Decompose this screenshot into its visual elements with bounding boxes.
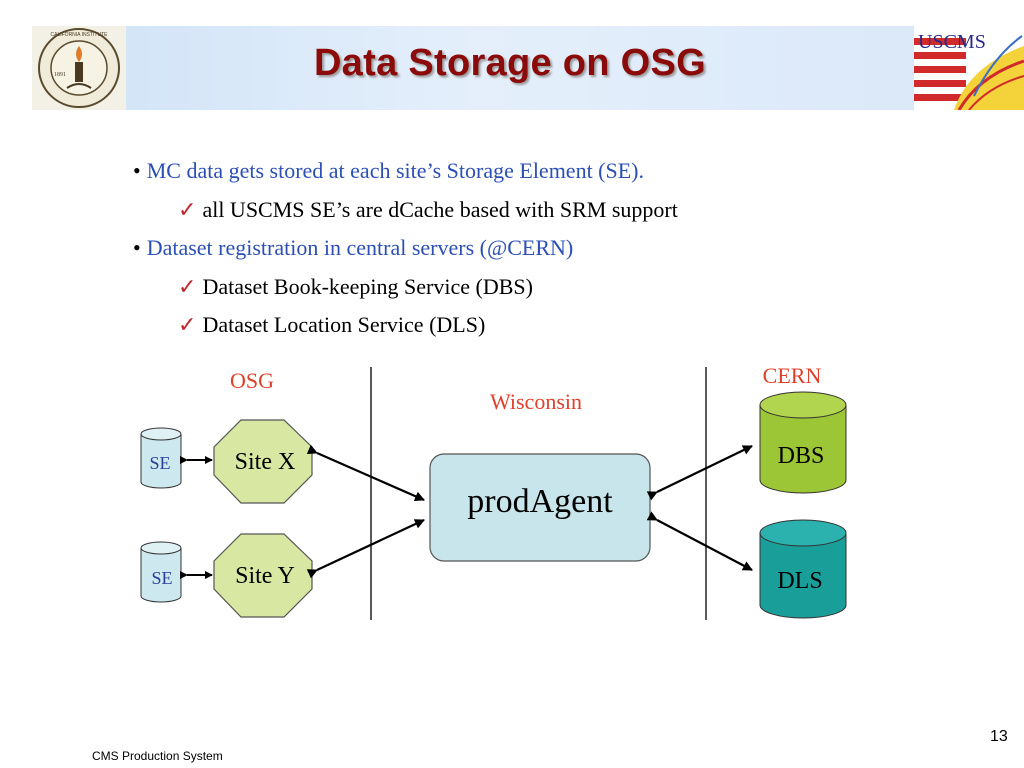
svg-text:CALIFORNIA INSTITUTE: CALIFORNIA INSTITUTE: [51, 32, 109, 38]
osg-label: OSG: [230, 368, 274, 393]
se-cylinder-1: SE: [140, 427, 182, 489]
title-bar: [32, 26, 1024, 110]
bullet-2: •Dataset registration in central servers…: [133, 235, 573, 261]
prodagent-dbs-arrow: [646, 445, 753, 501]
svg-text:1891: 1891: [54, 72, 66, 78]
sub-bullet-2-2: ✓Dataset Location Service (DLS): [178, 312, 485, 338]
dls-cylinder: DLS: [759, 519, 847, 619]
prodagent-box: prodAgent: [429, 453, 651, 562]
checkmark-icon: ✓: [178, 312, 197, 337]
sub-bullet-1-1: ✓all USCMS SE’s are dCache based with SR…: [178, 197, 678, 223]
bullet-1-text: MC data gets stored at each site’s Stora…: [146, 158, 645, 183]
checkmark-icon: ✓: [178, 274, 197, 299]
bullet-dot-icon: •: [133, 235, 141, 260]
svg-text:SE: SE: [149, 453, 170, 473]
cern-label: CERN: [763, 363, 822, 388]
svg-text:prodAgent: prodAgent: [467, 483, 613, 520]
sub-bullet-text: all USCMS SE’s are dCache based with SRM…: [202, 197, 678, 222]
svg-text:SE: SE: [151, 568, 172, 588]
sub-bullet-text: Dataset Book-keeping Service (DBS): [202, 274, 533, 299]
svg-text:DBS: DBS: [778, 443, 825, 469]
sub-bullet-2-1: ✓Dataset Book-keeping Service (DBS): [178, 274, 533, 300]
page-number: 13: [990, 728, 1008, 745]
sub-bullet-text: Dataset Location Service (DLS): [202, 312, 486, 337]
caltech-seal-logo: 1891 CALIFORNIA INSTITUTE: [32, 26, 126, 110]
site-y-prodagent-arrow: [306, 519, 425, 579]
checkmark-icon: ✓: [178, 197, 197, 222]
slide-title: Data Storage on OSG: [313, 42, 707, 84]
wisconsin-label: Wisconsin: [490, 389, 582, 414]
footer-text: CMS Production System: [92, 749, 223, 763]
uscms-logo: USCMS: [914, 26, 1024, 110]
svg-text:DLS: DLS: [777, 568, 822, 594]
bullet-1: •MC data gets stored at each site’s Stor…: [133, 158, 644, 184]
svg-text:USCMS: USCMS: [918, 31, 986, 53]
bullet-dot-icon: •: [133, 158, 141, 183]
svg-text:Site Y: Site Y: [235, 563, 295, 589]
bullet-2-text: Dataset registration in central servers …: [146, 235, 574, 260]
site-x-octagon: Site X: [213, 419, 313, 504]
dbs-cylinder: DBS: [759, 391, 847, 494]
site-x-prodagent-arrow: [306, 444, 425, 502]
site-y-octagon: Site Y: [213, 533, 313, 618]
se-cylinder-2: SE: [140, 541, 182, 603]
svg-text:Site X: Site X: [235, 449, 296, 475]
prodagent-dls-arrow: [646, 511, 753, 571]
